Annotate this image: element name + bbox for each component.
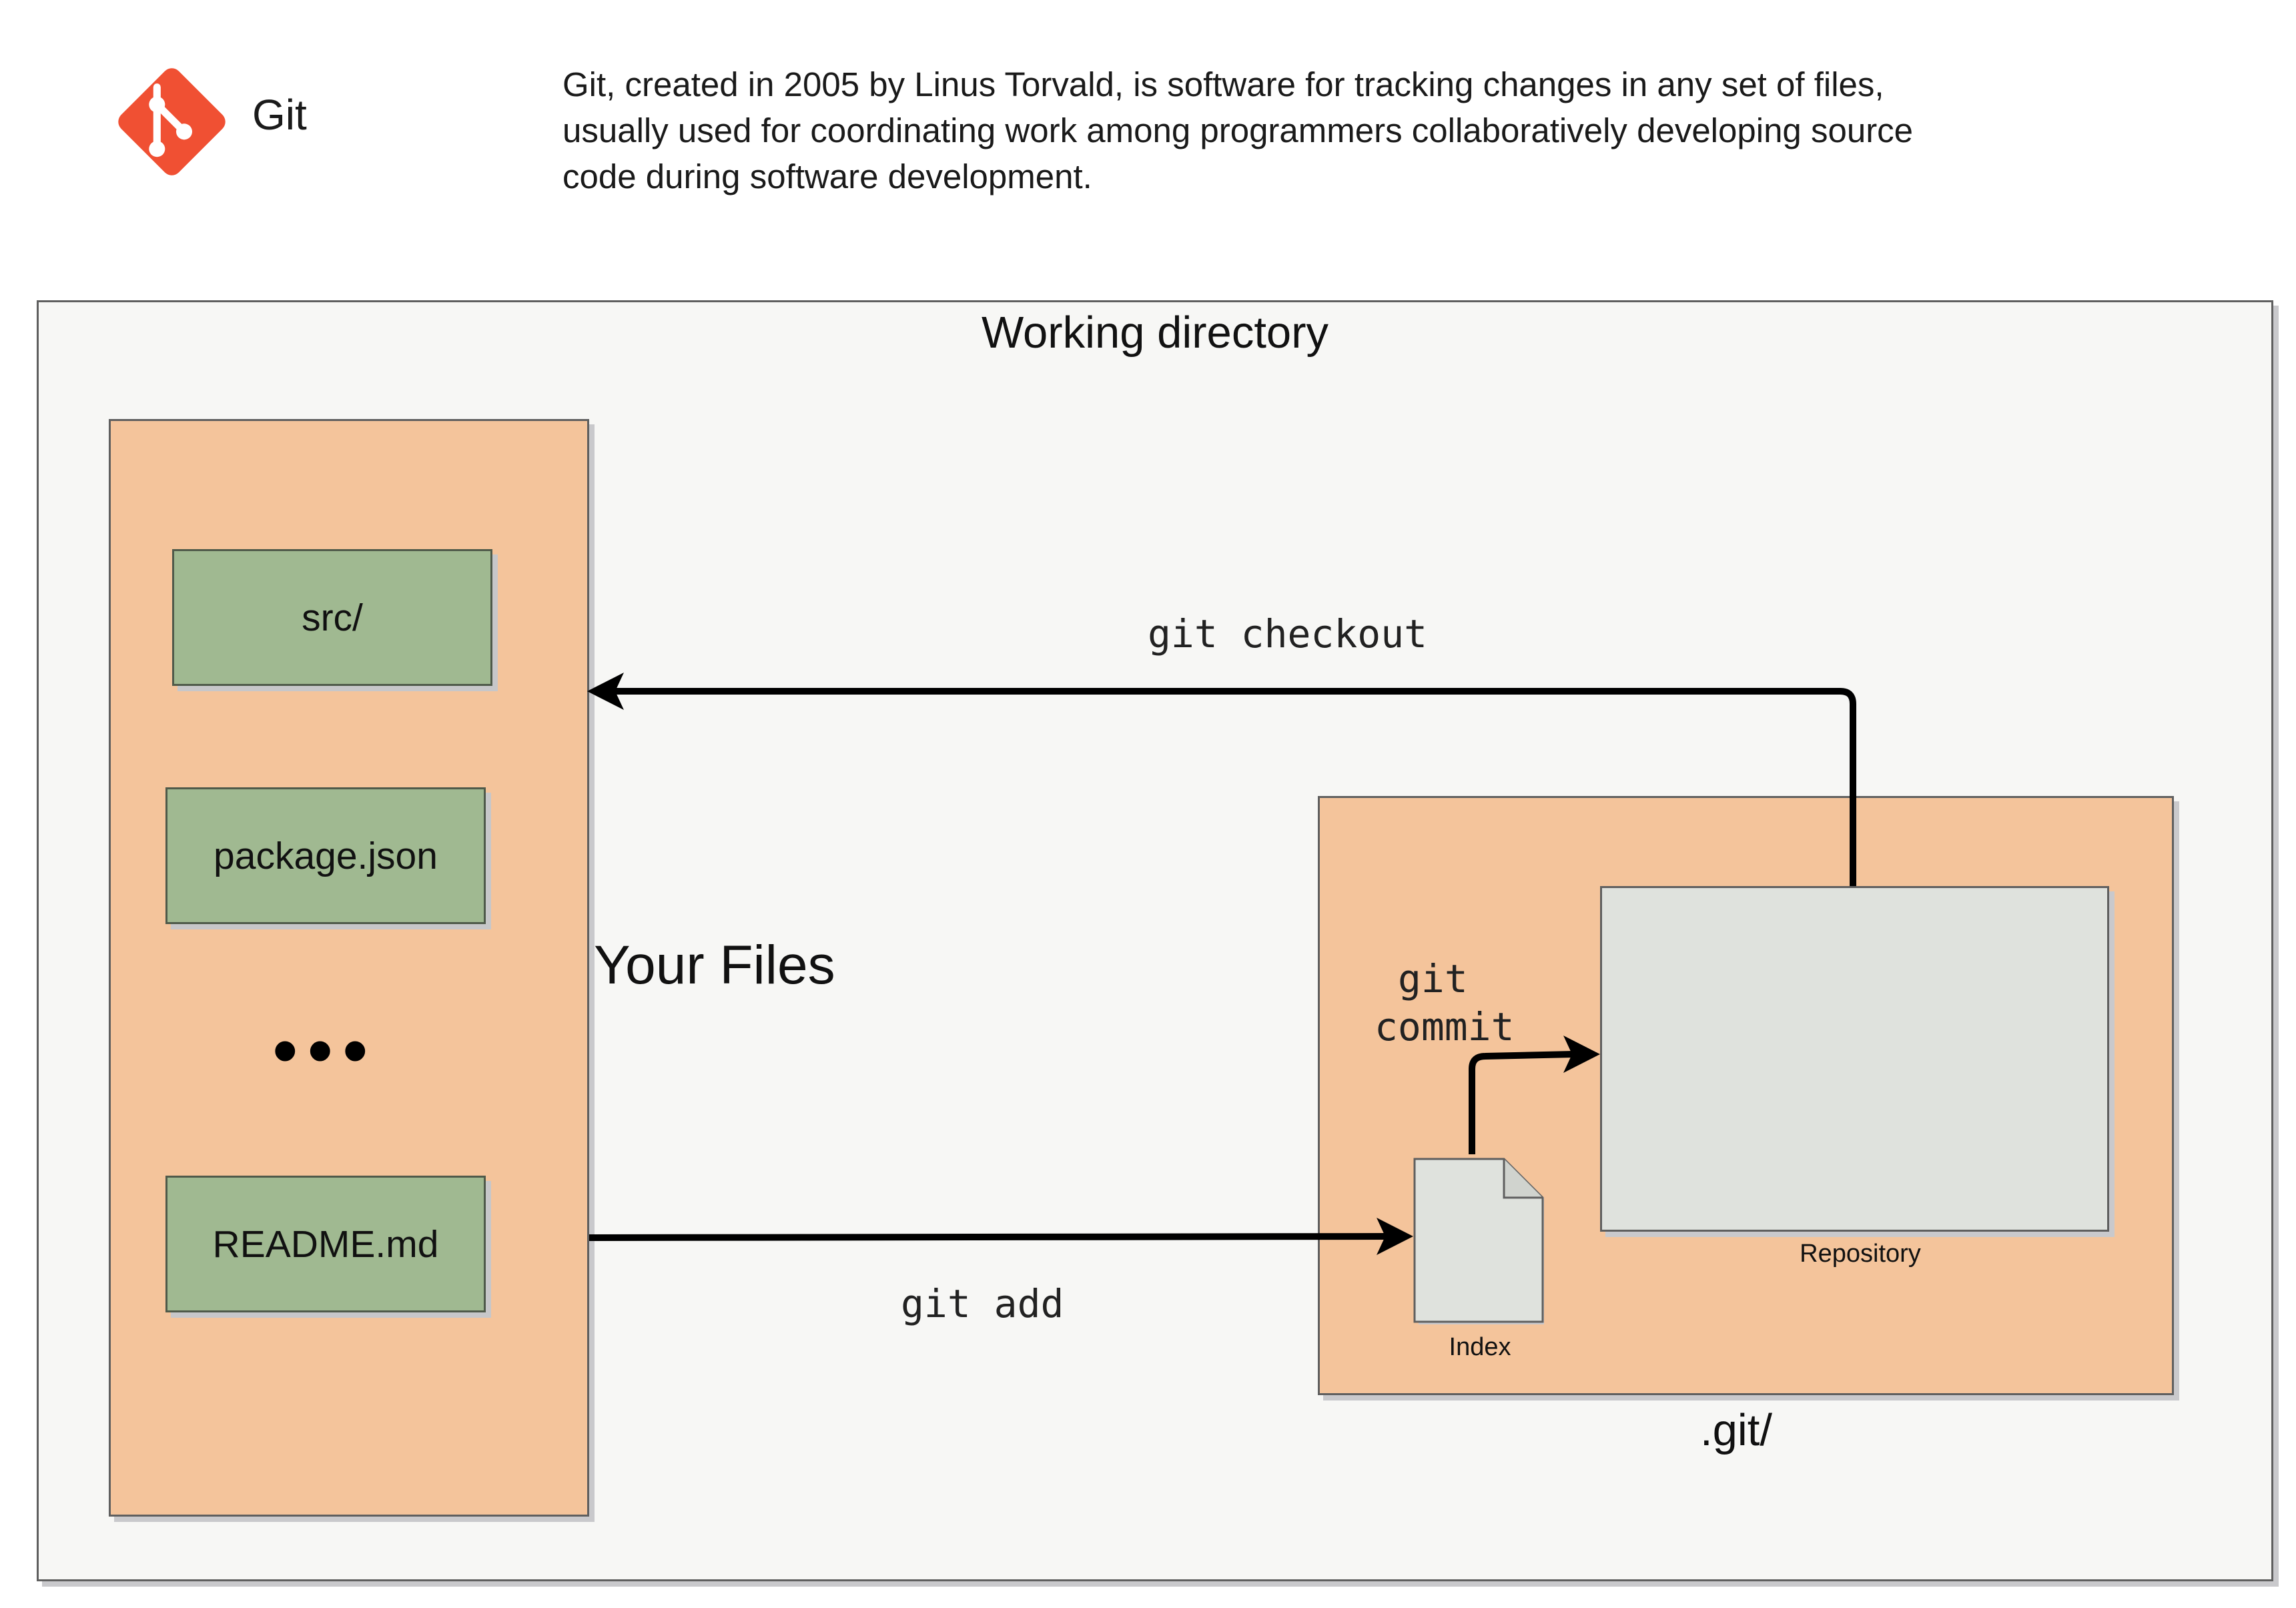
git-logo-icon (118, 68, 226, 175)
file-box-src: src/ (172, 549, 492, 686)
repository-label: Repository (1800, 1240, 1921, 1268)
index-label: Index (1449, 1333, 1511, 1361)
description-text: Git, created in 2005 by Linus Torvald, i… (562, 65, 1914, 195)
repository-box (1600, 886, 2109, 1232)
more-files-ellipsis: ••• (272, 1010, 378, 1092)
your-files-label: Your Files (594, 935, 835, 995)
index-file-icon (1413, 1158, 1544, 1324)
file-box-package-json: package.json (165, 787, 486, 924)
git-directory-label: .git/ (1700, 1405, 1772, 1455)
git-checkout-label: git checkout (1148, 611, 1428, 657)
git-commit-label-line2: commit (1375, 1004, 1515, 1050)
file-box-readme: README.md (165, 1176, 486, 1312)
git-add-label: git add (901, 1281, 1064, 1326)
logo-text: Git (252, 91, 307, 139)
working-directory-label: Working directory (981, 308, 1329, 358)
git-commit-label-line1: git (1398, 956, 1468, 1001)
